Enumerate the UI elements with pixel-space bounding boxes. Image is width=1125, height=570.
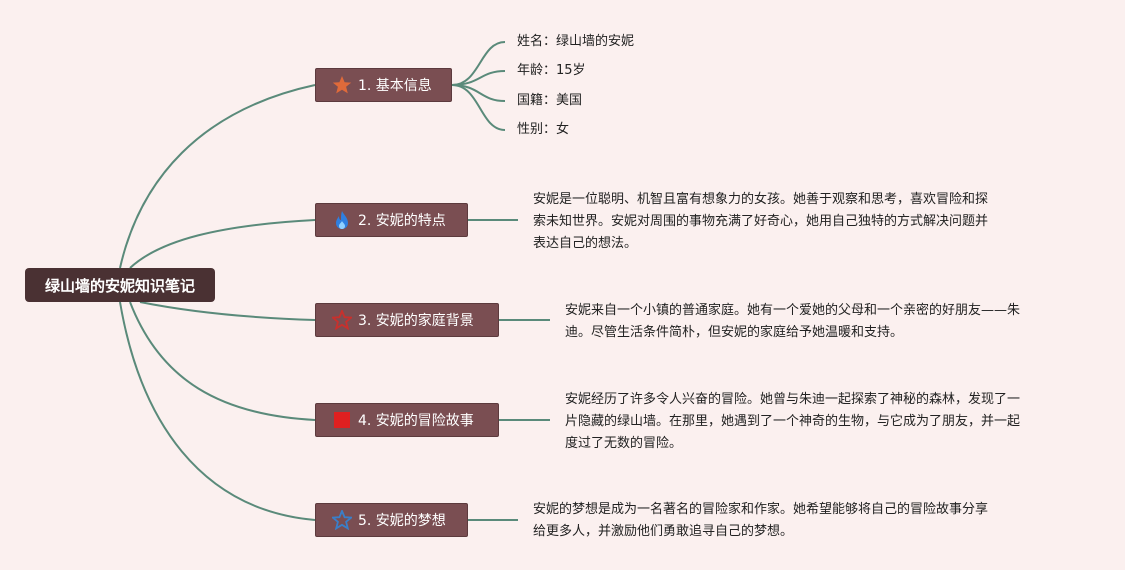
branch-basic-info[interactable]: 1. 基本信息 — [315, 68, 452, 102]
text-line: 表达自己的想法。 — [533, 236, 638, 251]
text-line: 安妮是一位聪明、机智且富有想象力的女孩。她善于观察和思考，喜欢冒险和探 — [533, 192, 989, 207]
red-square-icon — [334, 412, 350, 428]
connector-root-5 — [119, 301, 316, 521]
adventures-text: 安妮经历了许多令人兴奋的冒险。她曾与朱迪一起探索了神秘的森林，发现了一 片隐藏的… — [565, 389, 1020, 455]
leaf-nationality: 国籍：美国 — [517, 93, 583, 108]
connector-root-2 — [129, 219, 316, 269]
branch-traits[interactable]: 2. 安妮的特点 — [315, 203, 468, 237]
text-line: 安妮来自一个小镇的普通家庭。她有一个爱她的父母和一个亲密的好朋友——朱 — [565, 303, 1021, 318]
root-label: 绿山墙的安妮知识笔记 — [44, 276, 195, 295]
traits-text: 安妮是一位聪明、机智且富有想象力的女孩。她善于观察和思考，喜欢冒险和探 索未知世… — [533, 189, 988, 255]
branch-adventures[interactable]: 4. 安妮的冒险故事 — [315, 403, 499, 437]
star-outline-blue-icon — [332, 510, 352, 530]
connector-b1-leaf4 — [451, 84, 506, 131]
branch-label: 1. 基本信息 — [358, 78, 432, 94]
branch-family[interactable]: 3. 安妮的家庭背景 — [315, 303, 499, 337]
star-filled-icon — [332, 76, 352, 94]
text-line: 片隐藏的绿山墙。在那里，她遇到了一个神奇的生物，与它成为了朋友，并一起 — [565, 414, 1021, 429]
branch-label: 4. 安妮的冒险故事 — [358, 413, 474, 429]
family-text: 安妮来自一个小镇的普通家庭。她有一个爱她的父母和一个亲密的好朋友——朱 迪。尽管… — [565, 300, 1020, 344]
leaf-name: 姓名：绿山墙的安妮 — [517, 34, 635, 49]
branch-label: 3. 安妮的家庭背景 — [358, 313, 474, 329]
text-line: 安妮的梦想是成为一名著名的冒险家和作家。她希望能够将自己的冒险故事分享 — [533, 502, 989, 517]
dreams-text: 安妮的梦想是成为一名著名的冒险家和作家。她希望能够将自己的冒险故事分享 给更多人… — [533, 499, 988, 543]
connector-root-4 — [129, 301, 316, 421]
root-node[interactable]: 绿山墙的安妮知识笔记 — [25, 268, 215, 302]
branch-dreams[interactable]: 5. 安妮的梦想 — [315, 503, 468, 537]
connector-root-1 — [119, 84, 316, 269]
connector-root-3 — [139, 301, 316, 321]
text-line: 度过了无数的冒险。 — [565, 436, 683, 451]
branch-label: 2. 安妮的特点 — [358, 213, 446, 229]
leaf-gender: 性别：女 — [517, 122, 570, 137]
star-outline-icon — [332, 310, 352, 330]
text-line: 给更多人，并激励他们勇敢追寻自己的梦想。 — [533, 524, 794, 539]
flame-icon — [336, 211, 348, 229]
leaf-age: 年龄：15岁 — [517, 63, 586, 78]
text-line: 迪。尽管生活条件简朴，但安妮的家庭给予她温暖和支持。 — [565, 325, 904, 340]
text-line: 安妮经历了许多令人兴奋的冒险。她曾与朱迪一起探索了神秘的森林，发现了一 — [565, 392, 1021, 407]
text-line: 索未知世界。安妮对周围的事物充满了好奇心，她用自己独特的方式解决问题并 — [533, 214, 989, 229]
branch-label: 5. 安妮的梦想 — [358, 513, 446, 529]
